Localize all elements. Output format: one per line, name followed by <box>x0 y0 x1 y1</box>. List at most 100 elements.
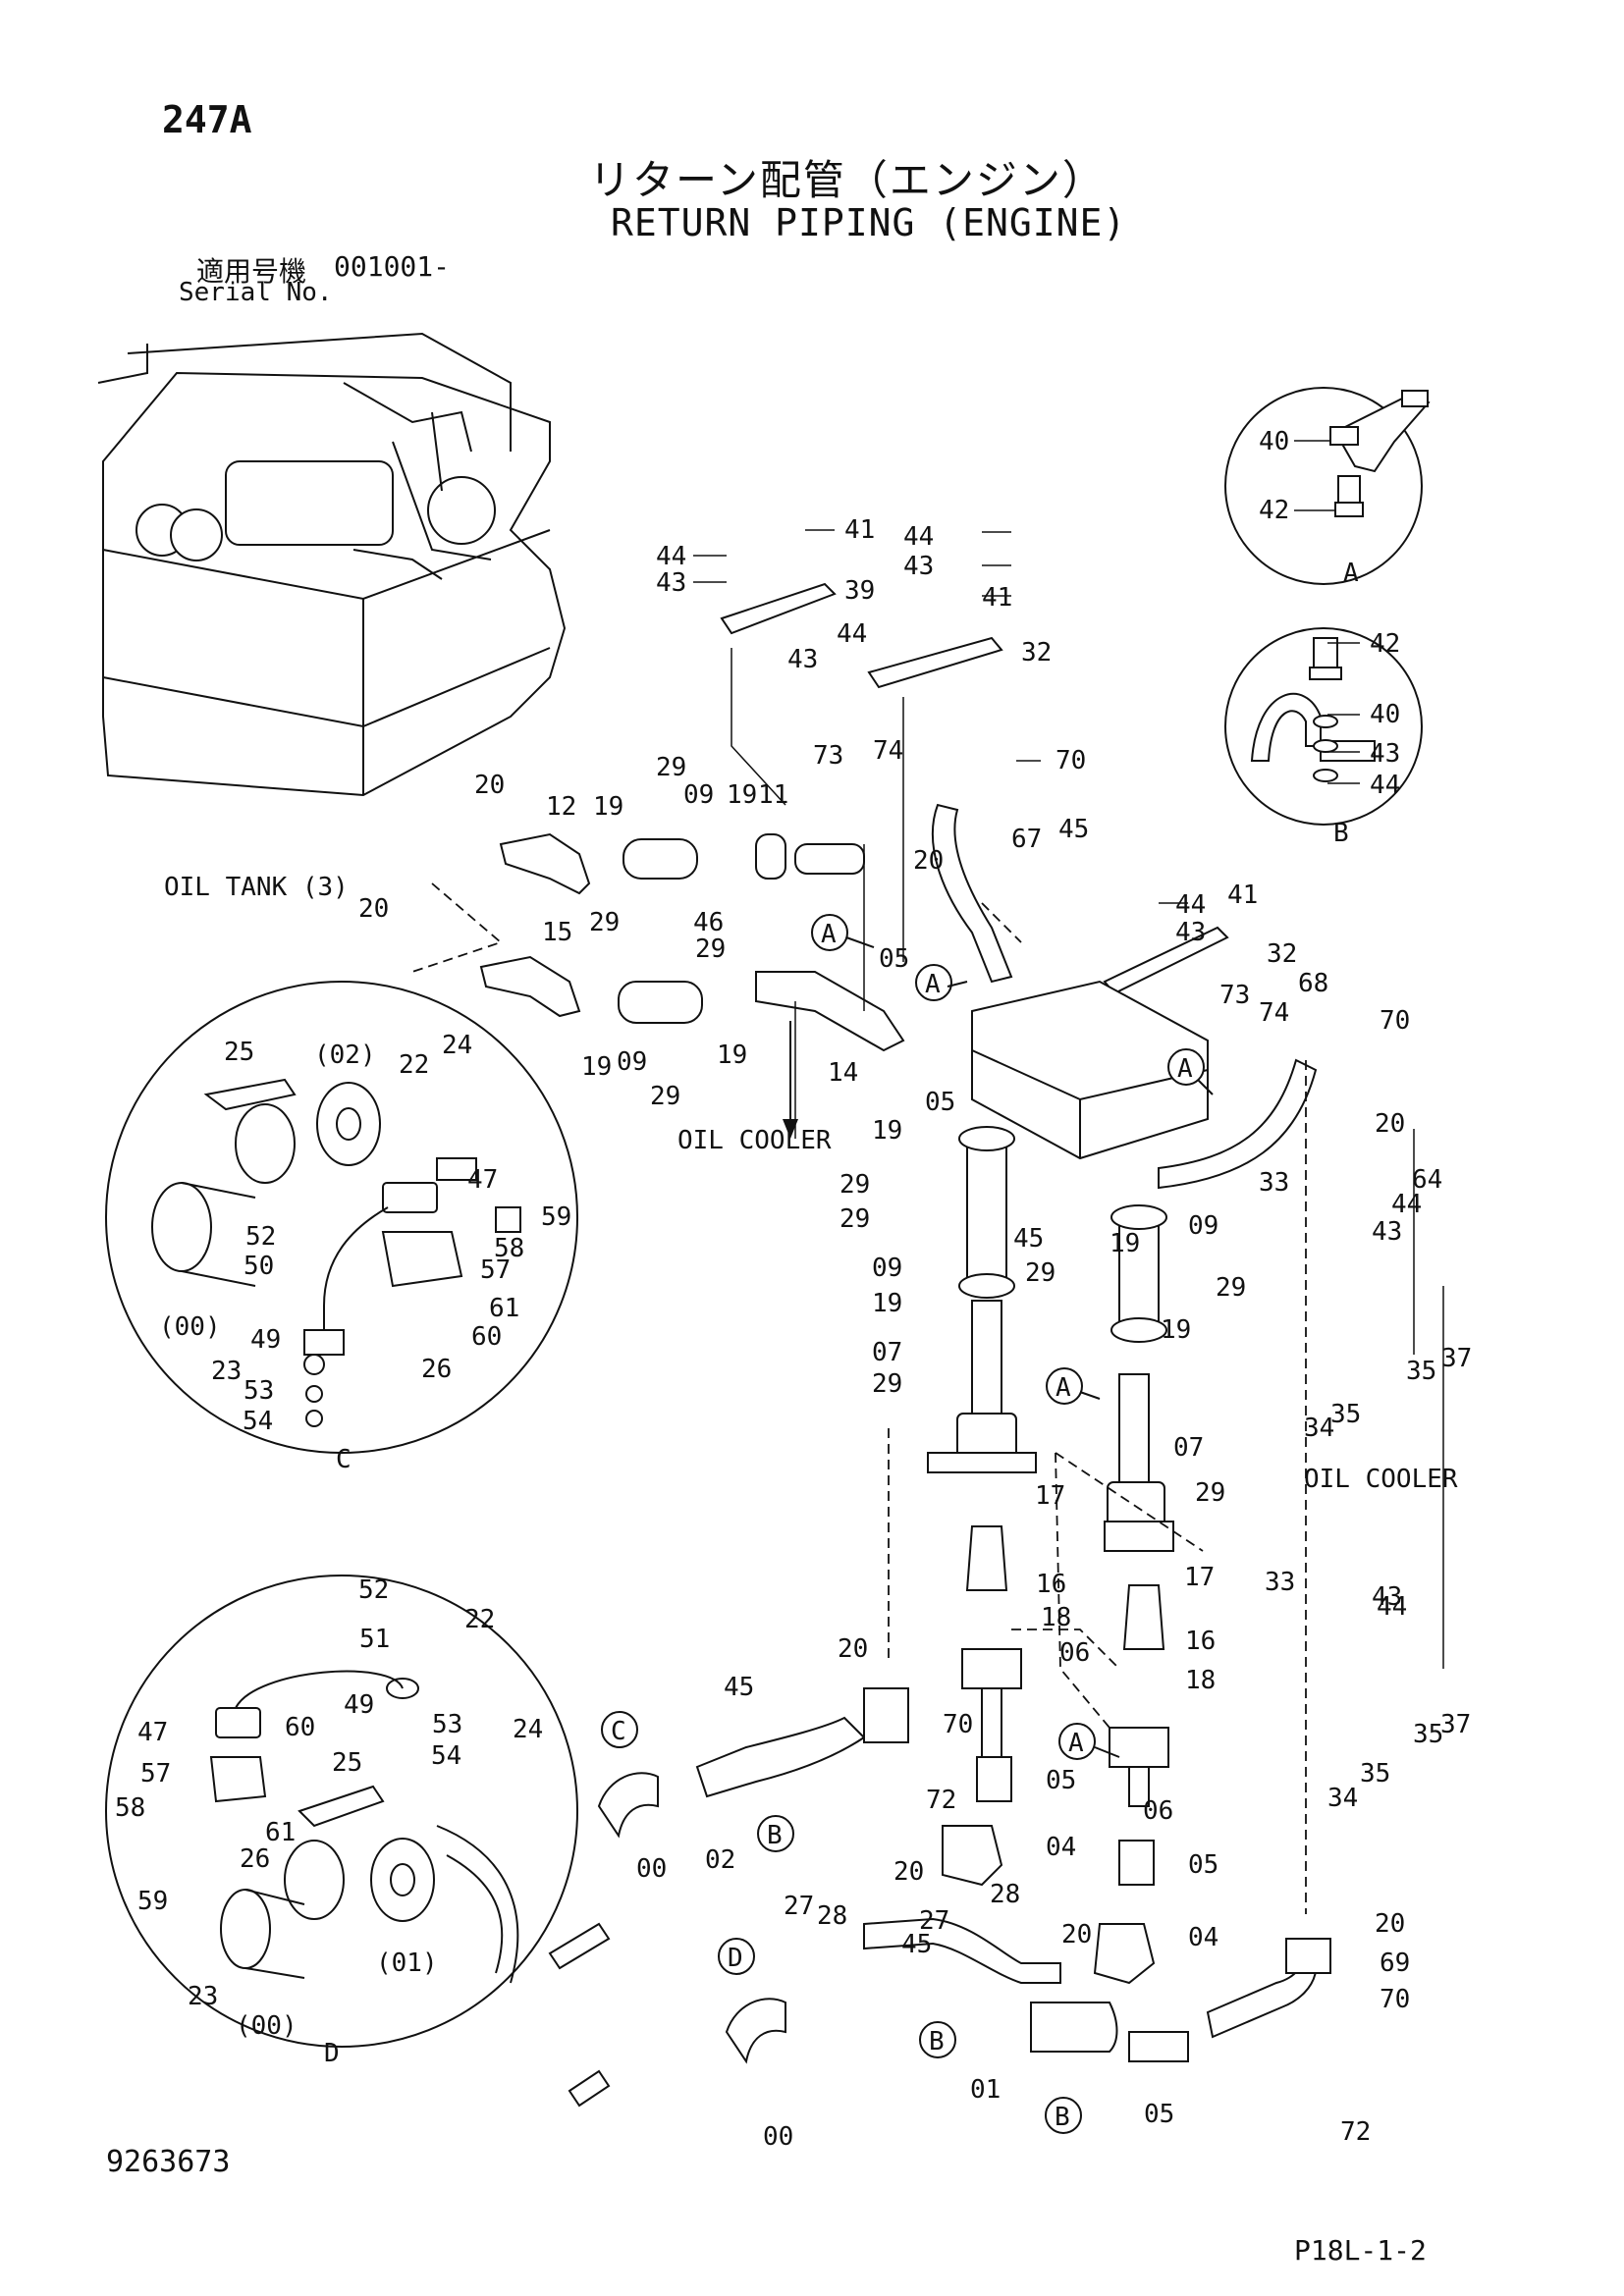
part-label: 73 <box>813 741 843 771</box>
part-label: 35 <box>1406 1357 1436 1386</box>
part-label: 23 <box>211 1357 242 1386</box>
part-label: 47 <box>137 1718 168 1747</box>
part-label: 44 <box>837 619 867 649</box>
part-label: 50 <box>244 1252 274 1281</box>
part-label: 14 <box>828 1058 858 1088</box>
part-label: 09 <box>683 780 714 810</box>
callout-b-1 <box>757 1815 794 1852</box>
part-label: 05 <box>1046 1766 1076 1795</box>
part-label: 18 <box>1041 1603 1071 1632</box>
callout-a-1 <box>811 914 848 951</box>
part-label: 41 <box>1227 881 1258 910</box>
part-label: 49 <box>250 1325 281 1355</box>
part-label: 52 <box>358 1575 389 1605</box>
part-label: 24 <box>513 1715 543 1744</box>
part-label: 40 <box>1370 700 1400 729</box>
part-label: 20 <box>474 771 505 800</box>
part-label: 33 <box>1259 1168 1289 1198</box>
callout-c-1-label: C <box>611 1717 626 1746</box>
part-label: 69 <box>1380 1949 1410 1978</box>
part-label: 74 <box>1259 998 1289 1028</box>
part-label: 23 <box>188 1982 218 2011</box>
part-label: 19 <box>593 792 623 822</box>
part-label: 41 <box>982 583 1012 613</box>
part-label: 72 <box>1340 2117 1371 2147</box>
part-label: 17 <box>1035 1481 1065 1511</box>
part-label: 41 <box>844 515 875 545</box>
callout-a-4 <box>1046 1367 1083 1405</box>
part-label: 45 <box>724 1673 754 1702</box>
part-label: 20 <box>1061 1920 1092 1949</box>
part-label: 22 <box>399 1050 429 1080</box>
part-label: 49 <box>344 1690 374 1720</box>
part-label: 20 <box>1375 1909 1405 1939</box>
part-label: 19 <box>1161 1315 1191 1345</box>
part-label: 29 <box>839 1170 870 1200</box>
detail-view-a-letter: A <box>1343 559 1359 588</box>
part-label: 29 <box>839 1204 870 1234</box>
serial-label-english: Serial No. <box>179 278 333 307</box>
part-label: 58 <box>115 1793 145 1823</box>
part-label: 70 <box>1380 1006 1410 1036</box>
part-label: 51 <box>359 1625 390 1654</box>
part-label: 00 <box>763 2122 793 2152</box>
detail-view-c <box>105 981 578 1454</box>
part-label: 45 <box>1058 815 1089 844</box>
part-label: 45 <box>901 1930 932 1959</box>
part-label: 25 <box>224 1038 254 1067</box>
part-label: 28 <box>990 1880 1020 1909</box>
detail-view-a <box>1224 387 1431 585</box>
callout-a-4-label: A <box>1056 1373 1071 1403</box>
part-label: 19 <box>727 780 757 810</box>
part-label: 19 <box>581 1052 612 1082</box>
part-label: 61 <box>265 1818 296 1847</box>
part-label: 35 <box>1413 1720 1443 1749</box>
callout-a-5-label: A <box>1068 1729 1084 1758</box>
part-label: 26 <box>240 1844 270 1874</box>
part-label: 44 <box>1175 890 1206 920</box>
detail-view-d-letter: D <box>324 2039 340 2068</box>
part-label: 29 <box>695 934 726 964</box>
callout-a-3-label: A <box>1177 1054 1193 1084</box>
label-leaders <box>693 440 1360 904</box>
oil-cooler-arrow-head <box>783 1119 798 1139</box>
part-label: 58 <box>494 1234 524 1263</box>
part-label: 43 <box>1372 1582 1402 1612</box>
part-label: 44 <box>1391 1190 1422 1219</box>
callout-a-2-label: A <box>925 970 941 999</box>
part-label: 42 <box>1259 496 1289 525</box>
part-label: 29 <box>650 1082 680 1111</box>
part-label: 54 <box>431 1741 461 1771</box>
part-label: 26 <box>421 1355 452 1384</box>
part-label: 40 <box>1259 427 1289 456</box>
part-label: 05 <box>925 1088 955 1117</box>
engine-outline <box>97 332 567 797</box>
part-label: 12 <box>546 792 576 822</box>
part-label: 15 <box>542 918 572 947</box>
main-piping <box>411 582 1444 2108</box>
callout-d-1-label: D <box>728 1944 743 1973</box>
part-label: 61 <box>489 1294 519 1323</box>
part-label: 19 <box>1110 1229 1140 1258</box>
part-label: 02 <box>705 1845 735 1875</box>
detail-view-c-letter: C <box>336 1445 352 1474</box>
part-label: 32 <box>1267 939 1297 969</box>
part-label: 05 <box>879 944 909 974</box>
part-label: 57 <box>480 1255 511 1285</box>
part-label: 44 <box>903 522 934 552</box>
part-label: 29 <box>1216 1273 1246 1303</box>
part-label: 27 <box>784 1892 814 1921</box>
part-label: 74 <box>873 736 903 766</box>
part-label: 70 <box>1380 1985 1410 2014</box>
part-label: 35 <box>1330 1400 1361 1429</box>
callout-a-5 <box>1058 1723 1096 1760</box>
part-label: 73 <box>1219 981 1250 1010</box>
part-label: 67 <box>1011 825 1042 854</box>
part-label: 54 <box>243 1407 273 1436</box>
part-label: 68 <box>1298 969 1328 998</box>
part-label: (00) <box>159 1312 221 1342</box>
callout-b-1-label: B <box>767 1821 783 1850</box>
part-label: 46 <box>693 908 724 937</box>
part-label: 28 <box>817 1901 847 1931</box>
